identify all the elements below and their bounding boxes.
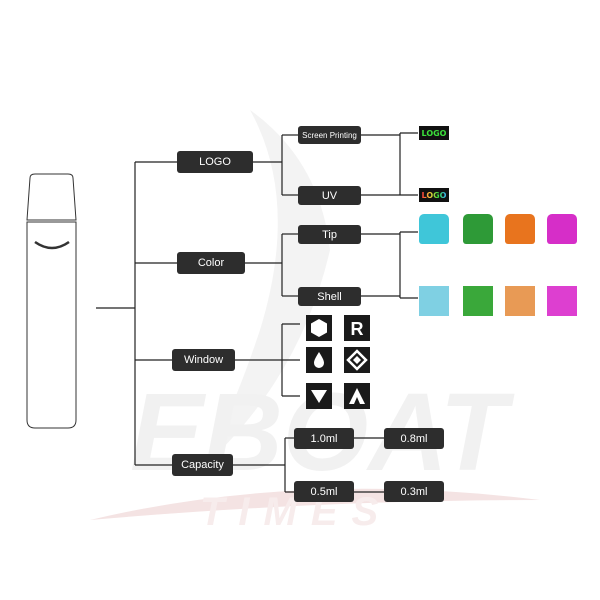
shell-color-swatch-2 [463,286,493,316]
node-capacity-1-0ml: 1.0ml [294,428,354,449]
node-capacity-0-3ml: 0.3ml [384,481,444,502]
watermark-sail [200,110,330,470]
tip-color-swatch-2 [463,214,493,244]
node-color: Color [177,252,245,274]
node-uv: UV [298,186,361,205]
shell-color-swatch-1 [419,286,449,316]
node-capacity: Capacity [172,454,233,476]
node-window: Window [172,349,235,371]
letter-r-text: R [351,319,364,339]
node-capacity-0-5ml: 0.5ml [294,481,354,502]
node-screen-printing: Screen Printing [298,126,361,144]
node-shell: Shell [298,287,361,306]
tip-color-swatch-1 [419,214,449,244]
logo-sample-screen-printing: LOGO [419,126,449,140]
tip-color-swatch-4 [547,214,577,244]
square-logo-icon [344,347,370,373]
drop-icon [306,347,332,373]
node-capacity-0-8ml: 0.8ml [384,428,444,449]
shell-color-swatch-4 [547,286,577,316]
logo-sample-uv: LOGO [419,188,449,202]
shell-color-swatch-3 [505,286,535,316]
triangle-down-icon [306,383,332,409]
node-logo: LOGO [177,151,253,173]
device-outline [26,173,77,429]
a-mark-icon [344,383,370,409]
letter-r-icon: R [344,315,370,341]
node-tip: Tip [298,225,361,244]
logo-sample-uv-text: LOGO [421,190,447,200]
hexagon-icon [306,315,332,341]
logo-sample-screen-text: LOGO [421,128,447,138]
tip-color-swatch-3 [505,214,535,244]
